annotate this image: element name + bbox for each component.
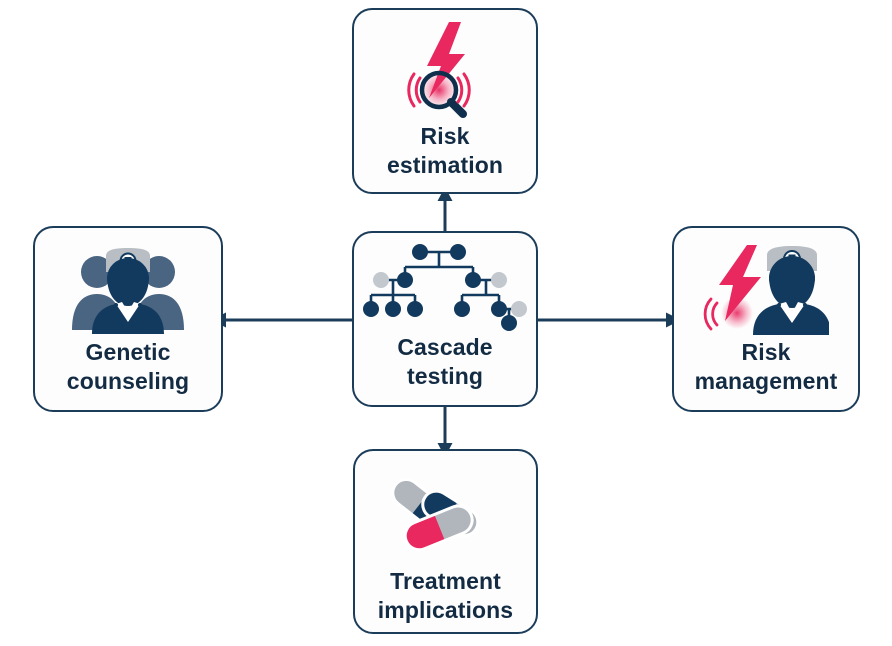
node-label-line2: counseling [66, 368, 190, 395]
node-label-line1: Cascade [397, 334, 493, 360]
node-label-line2: management [694, 368, 838, 395]
node-label-line1: Treatment [390, 568, 501, 594]
node-label-line1: Risk [741, 339, 791, 365]
node-label-risk-estimation: Risk estimation [354, 122, 536, 181]
node-label-risk-management: Risk management [674, 338, 858, 397]
node-label-line2: estimation [386, 152, 504, 179]
node-label-line1: Genetic [85, 339, 171, 365]
node-label-line1: Risk [420, 123, 470, 149]
connector-cascade-to-genetic-counseling [211, 312, 368, 328]
node-label-line2: testing [406, 363, 484, 390]
medical-team-icon [35, 228, 221, 338]
node-cascade-testing[interactable]: Cascade testing [352, 231, 538, 407]
node-label-genetic-counseling: Genetic counseling [35, 338, 221, 397]
node-risk-management[interactable]: Risk management [672, 226, 860, 412]
doctor-lightning-icon [674, 228, 858, 338]
node-label-treatment-implications: Treatment implications [355, 567, 536, 626]
pills-capsules-icon [355, 451, 536, 567]
connector-cascade-to-risk-management [524, 312, 681, 328]
node-risk-estimation[interactable]: Risk estimation [352, 8, 538, 194]
family-pedigree-icon [354, 233, 536, 333]
node-label-line2: implications [377, 597, 514, 624]
node-treatment-implications[interactable]: Treatment implications [353, 449, 538, 634]
node-label-cascade-testing: Cascade testing [354, 333, 536, 392]
magnifier-lightning-icon [354, 10, 536, 122]
node-genetic-counseling[interactable]: Genetic counseling [33, 226, 223, 412]
